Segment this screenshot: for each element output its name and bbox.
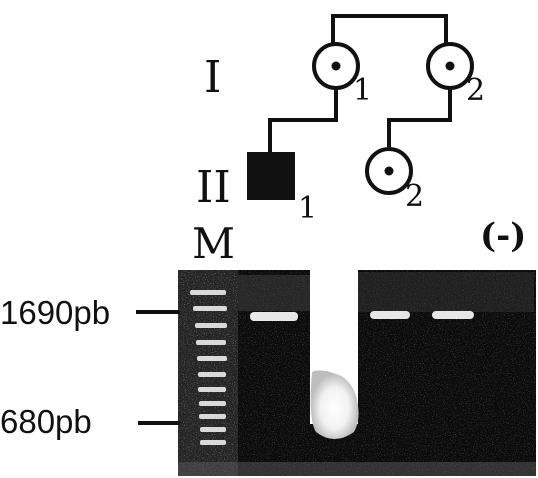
descent-line-II-2: [389, 88, 450, 147]
negative-control-label: (-): [480, 216, 526, 256]
pedigree: I II 1 2 1 2: [196, 16, 485, 226]
band-lane-1: [250, 312, 298, 321]
size-label: 1690pb: [0, 294, 110, 331]
individual-II-1: 1: [247, 152, 317, 226]
band-lane-3: [370, 311, 410, 319]
mating-line-I: [333, 16, 446, 43]
descent-line-II-1: [270, 88, 336, 152]
individual-number: 2: [405, 179, 424, 214]
size-marker-1690: 1690pb: [0, 294, 180, 331]
individual-I-1: 1: [314, 44, 372, 108]
generation-label-I: I: [204, 52, 221, 103]
individual-number: 1: [298, 191, 317, 226]
individual-number: 1: [353, 73, 372, 108]
generation-label-II: II: [196, 162, 231, 213]
individual-II-2: 2: [367, 149, 424, 214]
affected-male-symbol: [247, 152, 295, 200]
size-marker-680: 680pb: [0, 403, 180, 440]
carrier-dot-icon: [446, 62, 455, 71]
marker-lane-label: M: [192, 219, 235, 268]
size-label: 680pb: [0, 403, 92, 440]
band-lane-4: [432, 311, 474, 319]
individual-I-2: 2: [428, 44, 485, 108]
gel: M (-): [0, 216, 536, 476]
gel-image: [178, 268, 536, 476]
carrier-dot-icon: [332, 62, 341, 71]
individual-number: 2: [466, 73, 485, 108]
size-tick: [136, 310, 180, 314]
carrier-dot-icon: [385, 167, 394, 176]
size-tick: [138, 421, 180, 425]
